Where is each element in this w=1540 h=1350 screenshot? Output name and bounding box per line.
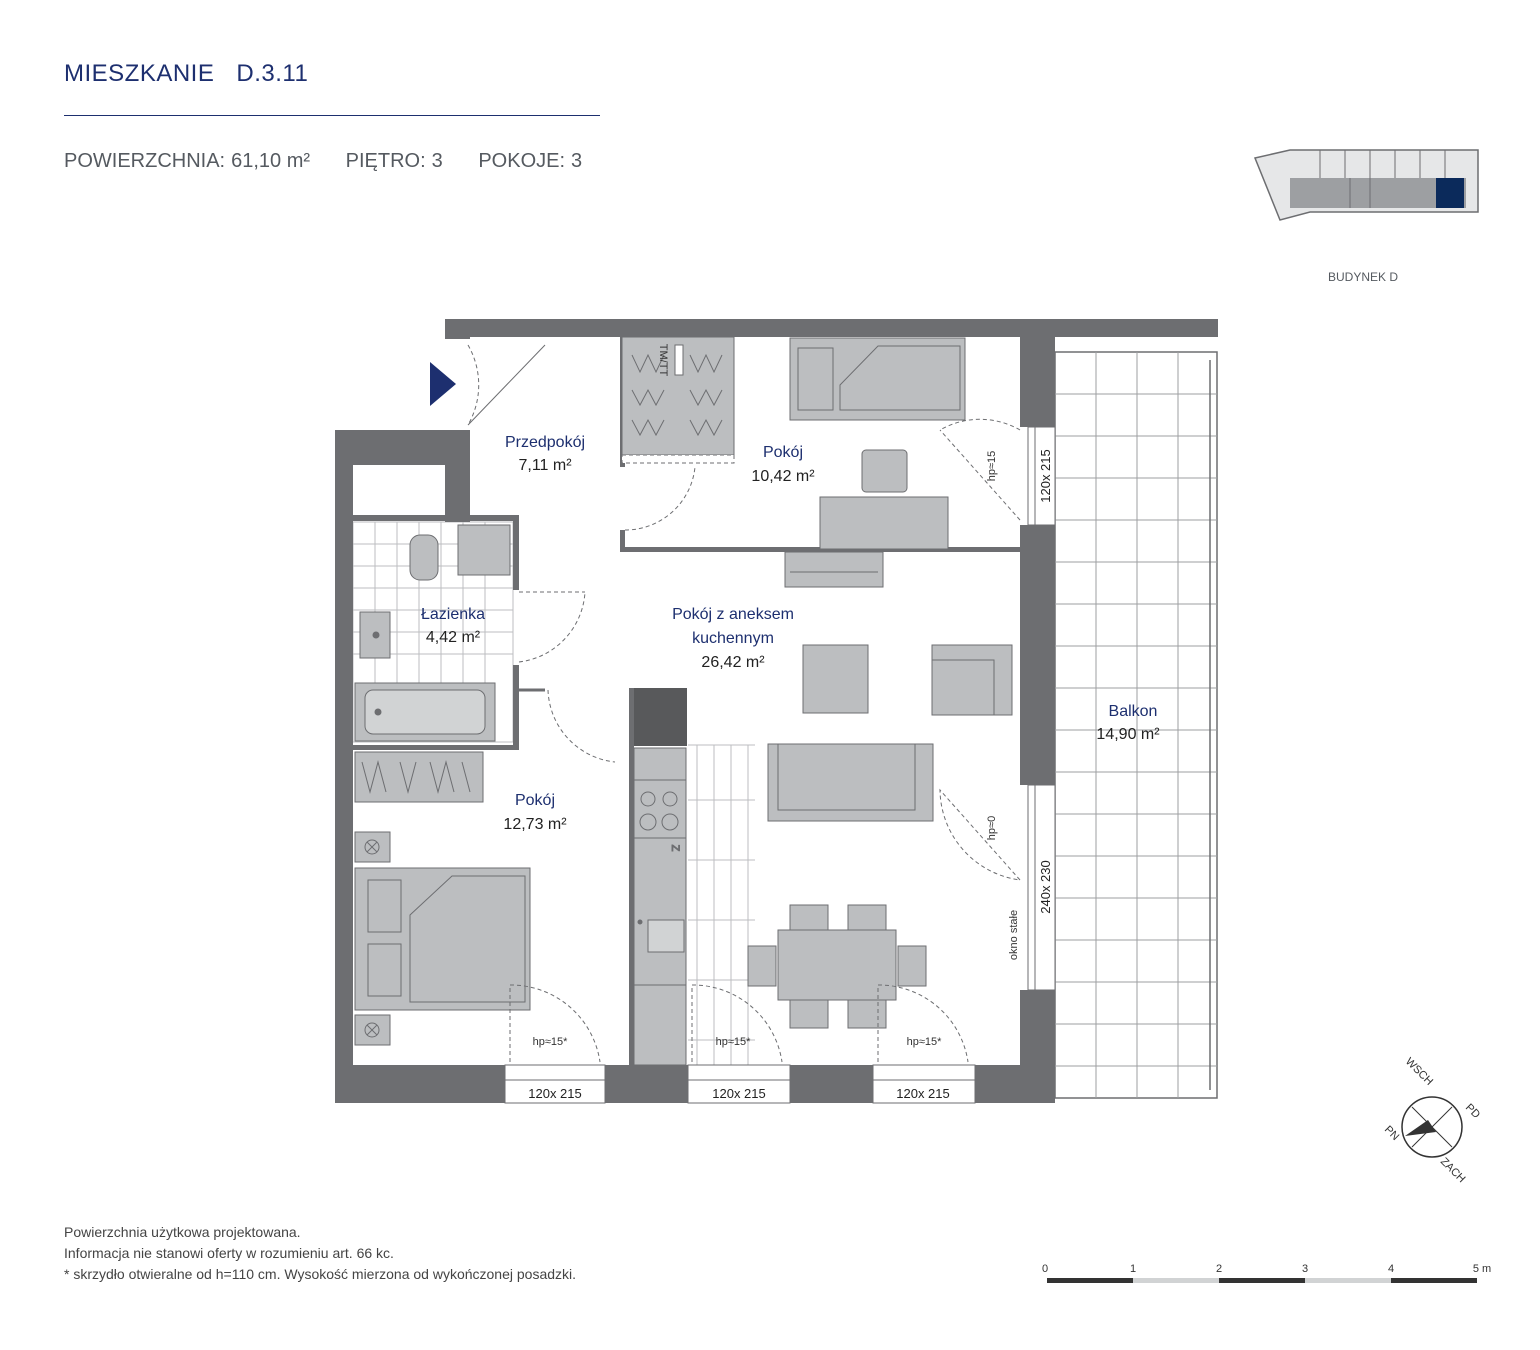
room-label-bedroom-top: Pokój	[763, 444, 803, 461]
note-line: Powierzchnia użytkowa projektowana.	[64, 1224, 301, 1240]
living-room-furniture	[767, 644, 1013, 822]
room-area-bedroom-top: 10,42 m²	[751, 468, 815, 485]
area-value: 61,10 m²	[231, 150, 311, 172]
window-bottom-1-sill: hp≈15*	[533, 1036, 569, 1048]
rooms-value: 3	[571, 150, 583, 172]
room-label-living-1: Pokój z aneksem	[672, 606, 794, 623]
apartment-highlight	[1436, 178, 1464, 208]
dining-set	[747, 904, 927, 1029]
bathroom-door[interactable]	[518, 591, 586, 663]
apartment-stats: POWIERZCHNIA:61,10 m² PIĘTRO:3 POKOJE:3	[64, 150, 582, 173]
compass-west: ZACH	[1438, 1156, 1468, 1186]
window-bottom-2-sill: hp≈15*	[716, 1036, 752, 1048]
entrance-door[interactable]	[467, 344, 480, 426]
window-right-top[interactable]: 120x 215 hp≈15	[939, 418, 1056, 526]
balcony	[1054, 351, 1218, 1099]
scale-tick-0: 0	[1042, 1263, 1048, 1275]
kitchen-counter: Z	[633, 747, 687, 1066]
room-area-living: 26,42 m²	[701, 654, 765, 671]
room-label-balcony: Balkon	[1109, 703, 1158, 720]
window-right-balcony-size: 240x 230	[1038, 860, 1053, 914]
room-label-bedroom-left: Pokój	[515, 792, 555, 809]
scale-tick-1: 1	[1130, 1263, 1136, 1275]
title-divider	[64, 115, 600, 116]
compass-south: PD	[1463, 1102, 1482, 1121]
building-label: BUDYNEK D	[1328, 270, 1399, 284]
area-label: POWIERZCHNIA:	[64, 150, 226, 172]
bedroom-left-furniture	[354, 751, 531, 1046]
page-title: MIESZKANIE D.3.11	[64, 60, 308, 88]
fridge-mark: Z	[669, 845, 681, 852]
window-bottom-3-sill: hp≈15*	[907, 1036, 943, 1048]
room-label-living-2: kuchennym	[692, 630, 774, 647]
footnotes: Powierzchnia użytkowa projektowana. Info…	[64, 1222, 576, 1285]
scale-tick-3: 3	[1302, 1263, 1308, 1275]
note-line: Informacja nie stanowi oferty w rozumien…	[64, 1245, 394, 1261]
bedroom-top-furniture	[784, 337, 966, 588]
room-area-bathroom: 4,42 m²	[426, 629, 481, 646]
room-door[interactable]	[624, 466, 696, 531]
window-bottom-1[interactable]: 120x 215 hp≈15*	[504, 984, 606, 1104]
room-label-hall: Przedpokój	[505, 434, 585, 451]
room-area-balcony: 14,90 m²	[1096, 726, 1160, 743]
window-right-top-size: 120x 215	[1038, 449, 1053, 503]
window-bottom-1-size: 120x 215	[528, 1086, 582, 1101]
wardrobe-mark: TM/TT	[657, 344, 669, 377]
window-right-balcony[interactable]: 240x 230 hp≈0 okno stałe	[939, 784, 1056, 991]
kitchen-floor	[688, 744, 755, 1065]
note-line: * skrzydło otwieralne od h=110 cm. Wysok…	[64, 1266, 577, 1282]
apartment-code: D.3.11	[236, 60, 309, 87]
compass: WSCH PD PN ZACH	[1382, 1056, 1482, 1186]
rooms-label: POKOJE:	[478, 150, 566, 172]
compass-east: WSCH	[1403, 1056, 1435, 1088]
floor-label: PIĘTRO:	[345, 150, 426, 172]
walls	[335, 319, 1218, 1103]
room-area-bedroom-left: 12,73 m²	[503, 816, 567, 833]
building-keyplan	[1253, 149, 1479, 221]
hall-wardrobe: TM/TT	[621, 336, 735, 464]
fixed-window-label: okno stałe	[1008, 910, 1020, 960]
compass-needle-icon	[1405, 1120, 1436, 1136]
entrance-arrow-icon	[430, 362, 456, 406]
window-bottom-3[interactable]: 120x 215 hp≈15*	[872, 984, 976, 1104]
window-right-balcony-sill: hp≈0	[986, 816, 998, 840]
bathroom-fixtures	[354, 524, 511, 742]
compass-north: PN	[1382, 1124, 1401, 1143]
room-label-bathroom: Łazienka	[421, 606, 485, 623]
window-bottom-2[interactable]: 120x 215 hp≈15*	[687, 984, 791, 1104]
room-area-hall: 7,11 m²	[518, 457, 572, 474]
scale-tick-2: 2	[1216, 1263, 1222, 1275]
scale-bar: 0 1 2 3 4 5 m	[1042, 1263, 1491, 1283]
window-bottom-3-size: 120x 215	[896, 1086, 950, 1101]
title-label: MIESZKANIE	[64, 60, 215, 87]
window-right-top-sill: hp≈15	[986, 451, 998, 482]
floor-value: 3	[431, 150, 443, 172]
scale-tick-4: 4	[1388, 1263, 1394, 1275]
bedroom-door[interactable]	[547, 689, 616, 763]
scale-tick-5: 5 m	[1473, 1263, 1491, 1275]
window-bottom-2-size: 120x 215	[712, 1086, 766, 1101]
